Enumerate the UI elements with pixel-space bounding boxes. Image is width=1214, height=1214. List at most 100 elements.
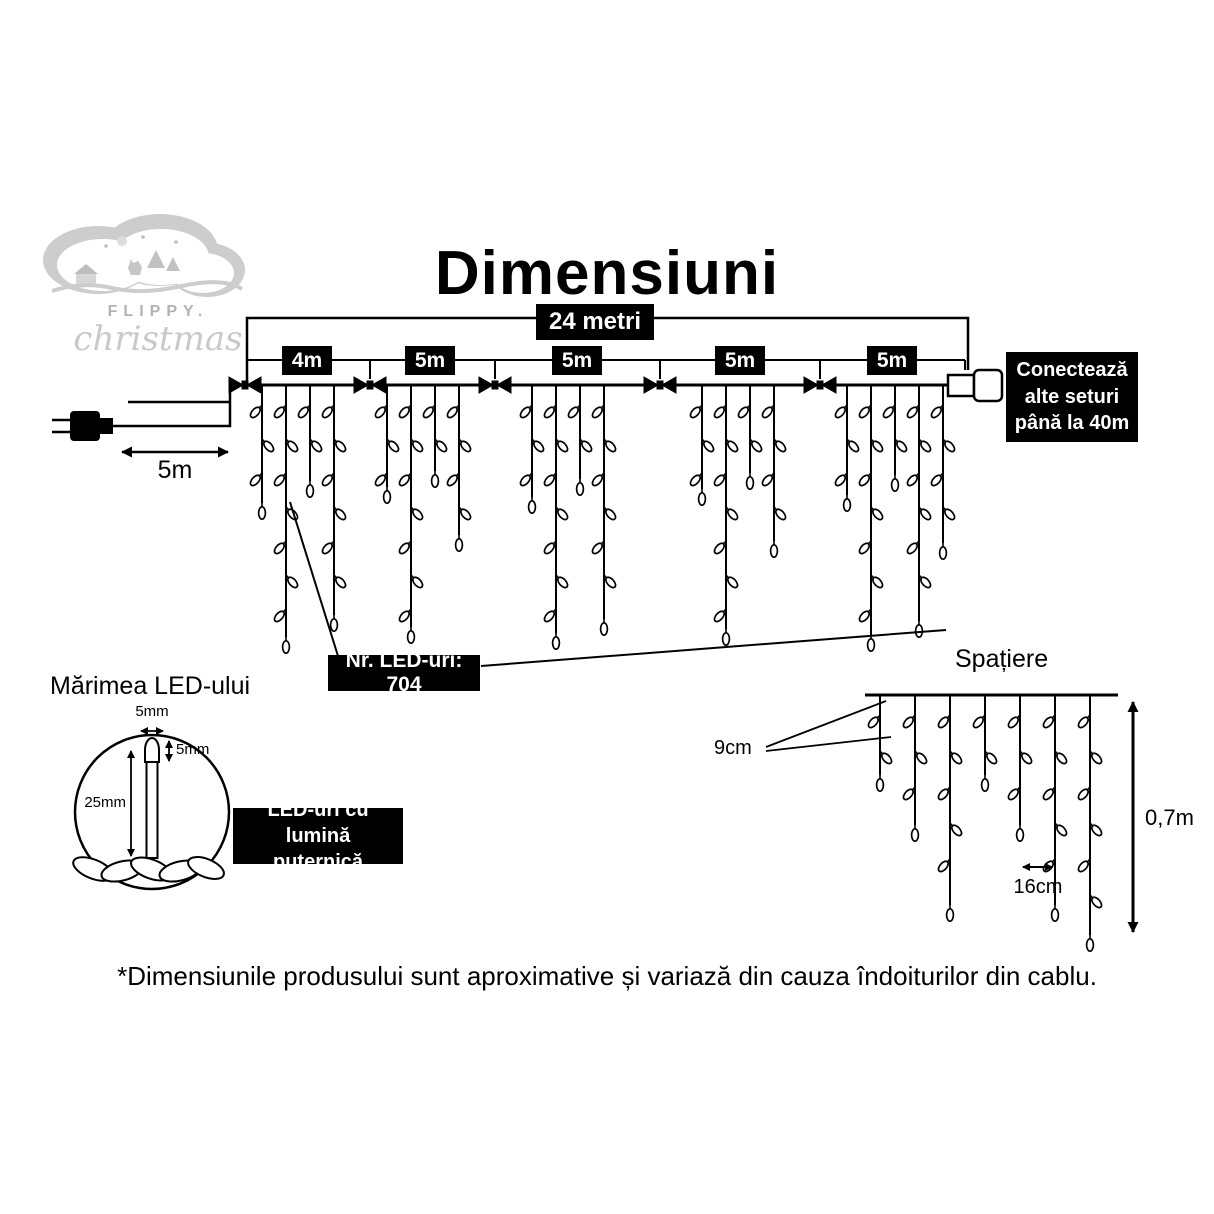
led-drop-icon [918, 506, 932, 521]
led-drop-icon [761, 404, 775, 419]
main-string-diagram [52, 316, 1004, 667]
led-drop-icon [972, 714, 986, 729]
led-drop-icon [249, 404, 263, 419]
led-drop-icon [713, 472, 727, 487]
led-drop-icon [749, 438, 763, 453]
led-bulb-icon [144, 737, 160, 763]
led-drop-icon [551, 633, 561, 651]
led-drop-icon [555, 438, 569, 453]
led-drop-icon [374, 404, 388, 419]
led-drop-icon [858, 540, 872, 555]
led-drop-icon [603, 574, 617, 589]
led-drop-icon [725, 438, 739, 453]
led-drop-icon [858, 608, 872, 623]
led-drop-icon [902, 786, 916, 801]
segment-length-badge: 5m [715, 346, 765, 375]
led-drop-icon [410, 574, 424, 589]
led-drop-icon [305, 481, 315, 499]
led-drop-icon [297, 404, 311, 419]
spacing-detail [765, 693, 1139, 953]
led-drop-icon [285, 438, 299, 453]
led-drop-icon [555, 506, 569, 521]
led-drop-icon [858, 472, 872, 487]
connect-note-badge: Conectează alte seturi până la 40m [1006, 352, 1138, 442]
led-drop-icon [914, 621, 924, 639]
led-drop-icon [1042, 714, 1056, 729]
led-drop-icon [430, 471, 440, 489]
led-drop-icon [1007, 786, 1021, 801]
vertical-gap-pointer [765, 700, 887, 748]
led-drop-icon [1054, 822, 1068, 837]
led-drop-icon [406, 627, 416, 645]
led-drop-icon [1050, 905, 1060, 923]
led-drop-icon [834, 404, 848, 419]
led-drop-icon [1019, 750, 1033, 765]
led-drop-icon [1089, 894, 1103, 909]
led-drop-icon [906, 540, 920, 555]
led-drop-icon [575, 479, 585, 497]
bulb-width-label: 5mm [135, 703, 169, 720]
led-drop-icon [519, 472, 533, 487]
led-drop-icon [273, 608, 287, 623]
led-drop-icon [281, 637, 291, 655]
led-drop-icon [333, 506, 347, 521]
segment-length-badge: 5m [405, 346, 455, 375]
led-drop-icon [410, 506, 424, 521]
led-drop-icon [531, 438, 545, 453]
led-count-badge: Nr. LED-uri: 704 [328, 649, 480, 696]
led-drop-icon [949, 822, 963, 837]
led-drop-icon [1054, 750, 1068, 765]
led-drop-icon [713, 608, 727, 623]
led-drop-icon [603, 438, 617, 453]
led-drop-icon [273, 540, 287, 555]
led-drop-icon [914, 750, 928, 765]
led-size-title: Mărimea LED-ului [50, 672, 251, 700]
led-drop-icon [321, 472, 335, 487]
led-drop-icon [333, 438, 347, 453]
led-drop-icon [902, 714, 916, 729]
led-drop-icon [458, 506, 472, 521]
page-title: Dimensiuni [434, 239, 780, 308]
led-count-pointer-right [480, 629, 947, 667]
led-drop-icon [410, 438, 424, 453]
led-drop-icon [689, 472, 703, 487]
moon-icon [117, 236, 127, 246]
led-drop-icon [567, 404, 581, 419]
disclaimer-text: *Dimensiunile produsului sunt aproximati… [117, 961, 1097, 991]
led-drop-icon [701, 438, 715, 453]
led-drop-icon [1089, 822, 1103, 837]
led-drop-icon [937, 858, 951, 873]
led-drop-icon [879, 750, 893, 765]
led-drop-icon [434, 438, 448, 453]
led-drop-icon [555, 574, 569, 589]
led-drop-icon [894, 438, 908, 453]
led-body-icon [145, 761, 159, 859]
led-drop-icon [1077, 714, 1091, 729]
led-drop-icon [870, 438, 884, 453]
connect-note-line: Conectează [1016, 359, 1128, 382]
segment-length-badge: 5m [552, 346, 602, 375]
led-drop-icon [579, 438, 593, 453]
led-drop-icon [333, 574, 347, 589]
led-drop-icon [329, 615, 339, 633]
led-drop-icon [454, 535, 464, 553]
led-drop-icon [261, 438, 275, 453]
led-drop-icon [858, 404, 872, 419]
led-drop-icon [930, 404, 944, 419]
led-drop-icon [890, 475, 900, 493]
led-drop-icon [980, 775, 990, 793]
led-drop-icon [945, 905, 955, 923]
led-drop-icon [906, 404, 920, 419]
led-drop-icon [273, 404, 287, 419]
led-drop-icon [1042, 786, 1056, 801]
led-drop-icon [713, 404, 727, 419]
deer-icon [128, 259, 142, 275]
led-drop-icon [773, 438, 787, 453]
led-drop-icon [386, 438, 400, 453]
led-drop-icon [398, 608, 412, 623]
led-note-line: LED-uri cu lumină [267, 799, 369, 847]
spacing-strands [867, 695, 1103, 953]
led-drop-icon [834, 472, 848, 487]
led-drop-icon [1077, 786, 1091, 801]
